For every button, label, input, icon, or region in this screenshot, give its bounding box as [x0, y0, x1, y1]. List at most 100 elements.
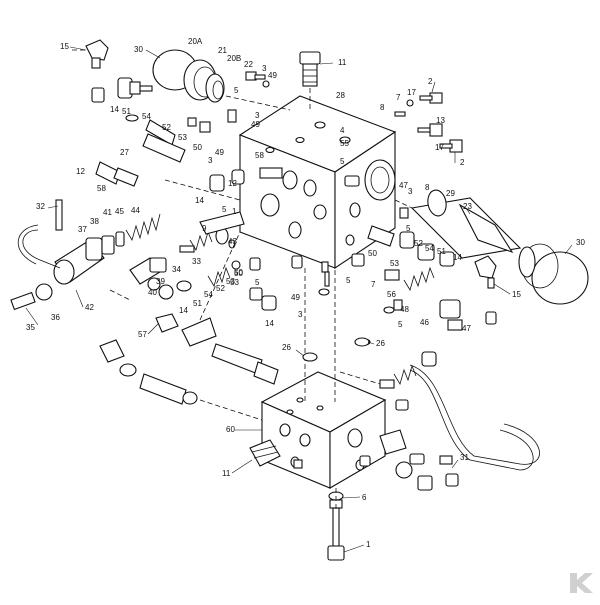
label-5: 5	[255, 278, 260, 287]
label-12: 12	[228, 179, 237, 188]
label-44: 44	[131, 206, 140, 215]
label-53: 53	[230, 278, 239, 287]
label-42: 42	[85, 303, 94, 312]
label-50: 50	[368, 249, 377, 258]
label-1: 1	[232, 207, 237, 216]
label-49: 49	[268, 71, 277, 80]
label-40: 40	[148, 288, 157, 297]
label-30: 30	[134, 45, 143, 54]
label-14: 14	[265, 319, 274, 328]
label-3: 3	[408, 187, 413, 196]
label-37: 37	[78, 225, 87, 234]
label-54: 54	[204, 290, 213, 299]
label-41: 41	[103, 208, 112, 217]
label-5: 5	[234, 86, 239, 95]
label-49: 49	[291, 293, 300, 302]
part-labels: 15 30 20A 21 20B 22 3 49 11 2 17 8 7 28 …	[26, 37, 585, 549]
label-14: 14	[179, 306, 188, 315]
label-58: 58	[97, 184, 106, 193]
left-relief-assembly	[10, 199, 161, 311]
label-14: 14	[195, 196, 204, 205]
label-51: 51	[122, 107, 131, 116]
center-left-parts	[99, 211, 279, 405]
label-38: 38	[90, 217, 99, 226]
label-52: 52	[216, 284, 225, 293]
label-29: 29	[446, 189, 455, 198]
label-58: 58	[255, 151, 264, 160]
label-3: 3	[298, 310, 303, 319]
label-15: 15	[512, 290, 521, 299]
label-11: 11	[338, 58, 347, 67]
label-4: 4	[340, 126, 345, 135]
leader-lines	[25, 46, 573, 553]
label-53: 53	[226, 277, 235, 286]
label-20A: 20A	[188, 37, 203, 46]
fittings-upper	[91, 51, 463, 192]
label-49: 49	[251, 120, 260, 129]
label-12: 12	[76, 167, 85, 176]
label-28: 28	[336, 91, 345, 100]
label-50: 50	[193, 143, 202, 152]
label-55: 55	[340, 139, 349, 148]
label-14: 14	[453, 253, 462, 262]
o-rings-26	[302, 337, 370, 362]
label-15: 15	[60, 42, 69, 51]
label-52: 52	[414, 239, 423, 248]
label-39: 39	[156, 277, 165, 286]
label-5: 5	[406, 224, 411, 233]
upper-valve-block	[238, 95, 397, 270]
label-49: 49	[215, 148, 224, 157]
left-cap-assembly	[152, 49, 225, 103]
label-51: 51	[437, 247, 446, 256]
label-43: 43	[228, 237, 237, 246]
label-2: 2	[460, 158, 465, 167]
label-3: 3	[262, 64, 267, 73]
label-14: 14	[110, 105, 119, 114]
label-50: 50	[234, 268, 243, 277]
label-26: 26	[282, 343, 291, 352]
label-11: 11	[222, 469, 231, 478]
label-30: 30	[576, 238, 585, 247]
label-6: 6	[362, 493, 367, 502]
right-cylinder-assembly	[410, 189, 589, 305]
label-51: 51	[193, 299, 202, 308]
label-54: 54	[425, 244, 434, 253]
label-8: 8	[425, 183, 430, 192]
kramp-k-logo-icon	[570, 573, 593, 593]
label-9: 9	[202, 224, 207, 233]
label-32: 32	[36, 202, 45, 211]
label-45: 45	[115, 207, 124, 216]
label-1: 1	[366, 540, 371, 549]
elbow-fitting-15-top	[85, 39, 109, 69]
label-5: 5	[222, 205, 227, 214]
label-57: 57	[138, 330, 147, 339]
label-2: 2	[428, 77, 433, 86]
label-48: 48	[400, 305, 409, 314]
assembly-lines	[72, 49, 413, 510]
label-5: 5	[346, 276, 351, 285]
label-34: 34	[172, 265, 181, 274]
label-52: 52	[162, 123, 171, 132]
label-53: 53	[178, 133, 187, 142]
label-27: 27	[120, 148, 129, 157]
label-13: 13	[436, 116, 445, 125]
label-17: 17	[435, 143, 444, 152]
label-33: 33	[192, 257, 201, 266]
label-56: 56	[387, 290, 396, 299]
label-3: 3	[208, 156, 213, 165]
label-26: 26	[376, 339, 385, 348]
label-23: 23	[463, 202, 472, 211]
label-5: 5	[340, 157, 345, 166]
label-46: 46	[420, 318, 429, 327]
label-54: 54	[142, 112, 151, 121]
label-21: 21	[218, 46, 227, 55]
label-3: 3	[255, 111, 260, 120]
label-31: 31	[460, 453, 469, 462]
label-22: 22	[244, 60, 253, 69]
label-17: 17	[407, 88, 416, 97]
label-47: 47	[399, 181, 408, 190]
label-7: 7	[371, 280, 376, 289]
label-60: 60	[226, 425, 235, 434]
